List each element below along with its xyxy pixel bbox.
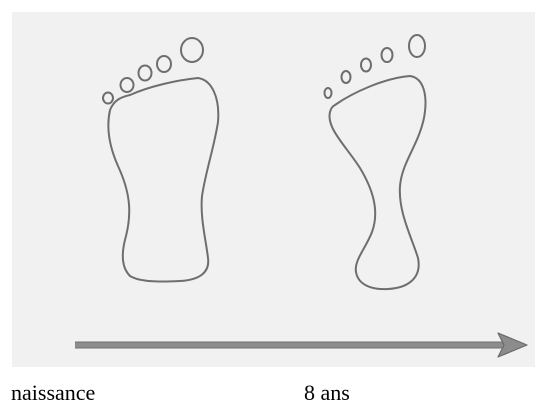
- timeline-arrow-icon: [75, 333, 527, 357]
- arrow-shaft: [75, 342, 505, 348]
- flat-foot-toe-4: [157, 56, 171, 72]
- sketch-drawing: [0, 0, 547, 370]
- arched-footprint-icon: [325, 35, 426, 289]
- flat-foot-sole: [108, 78, 218, 281]
- flat-foot-toe-1: [103, 93, 113, 104]
- flat-footprint-icon: [103, 38, 218, 281]
- flat-foot-toe-2: [121, 78, 134, 92]
- arched-foot-toe-4: [382, 48, 393, 62]
- flat-foot-toe-3: [139, 66, 152, 81]
- arched-foot-toe-3: [361, 59, 371, 72]
- arched-foot-toe-5: [409, 35, 425, 57]
- arched-foot-sole: [329, 76, 425, 289]
- flat-foot-toe-5: [181, 38, 203, 62]
- caption-birth: naissance: [11, 380, 95, 406]
- caption-eight-years: 8 ans: [304, 380, 350, 406]
- arched-foot-toe-1: [325, 88, 332, 98]
- arched-foot-toe-2: [342, 71, 351, 83]
